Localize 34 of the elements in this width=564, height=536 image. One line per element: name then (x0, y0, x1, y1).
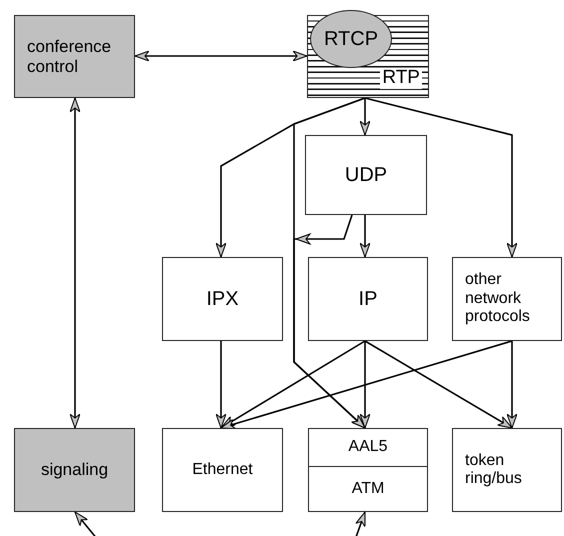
arrow (364, 340, 512, 429)
box-label: other network protocols (465, 271, 531, 327)
arrow (360, 341, 370, 428)
process-box (162, 257, 283, 341)
arrow (216, 341, 226, 428)
arrow (70, 98, 80, 428)
box-label: AAL5 (348, 438, 388, 457)
ellipse-label: RTCP (324, 28, 378, 50)
arrow (293, 214, 366, 429)
arrow (220, 340, 366, 429)
box-label: UDP (344, 164, 388, 186)
arrow (134, 50, 308, 62)
box-label: conference control (27, 36, 112, 76)
process-box (308, 257, 428, 341)
box-label: Ethernet (192, 460, 253, 480)
process-box (452, 257, 562, 341)
box-label: token ring/bus (465, 452, 523, 488)
box-label: IP (358, 288, 378, 310)
arrow (360, 98, 370, 136)
arrow (220, 340, 512, 430)
box-label: ATM (352, 480, 384, 498)
process-box (305, 135, 427, 215)
process-box (14, 428, 135, 512)
protocol-stack-box (308, 428, 428, 512)
box-label: IPX (206, 288, 239, 310)
arrow (506, 341, 518, 428)
process-box (452, 428, 562, 512)
process-box (14, 15, 135, 98)
arrow (360, 215, 370, 258)
box-label: RTP (380, 68, 422, 89)
arrow (364, 97, 518, 258)
box-label: signaling (40, 460, 108, 480)
arrow (354, 512, 366, 536)
process-box (162, 428, 283, 512)
